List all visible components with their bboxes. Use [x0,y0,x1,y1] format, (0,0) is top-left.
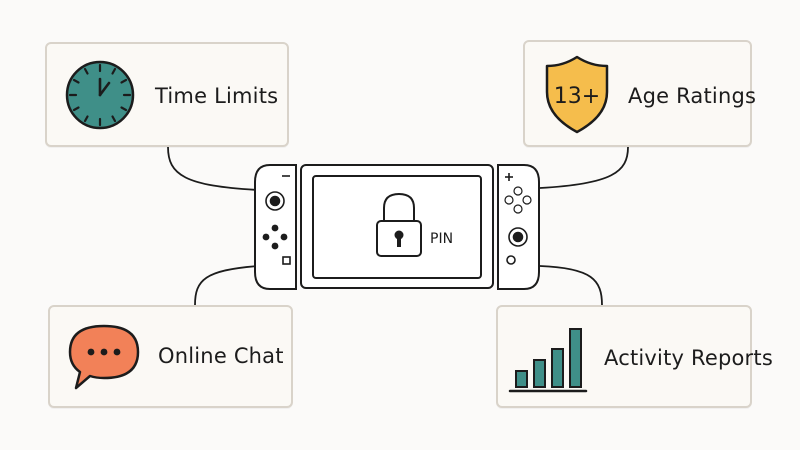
shield-icon: 13+ [545,55,609,134]
connector-time [167,146,259,191]
feature-card-time-limits: Time Limits [45,42,289,147]
right-controller [497,164,540,290]
feature-label-online-chat: Online Chat [158,344,284,368]
feature-label-activity-reports: Activity Reports [604,346,773,370]
chat-bubble-icon [68,324,140,390]
connector-age [539,146,629,189]
connector-chat [194,265,259,306]
pin-label: PIN [430,231,454,247]
bar-chart-icon [508,328,588,393]
clock-icon [65,60,135,130]
feature-card-age-ratings: 13+ Age Ratings [523,40,756,147]
age-badge-text: 13+ [554,84,600,109]
dpad-buttons [262,224,288,250]
face-buttons [504,186,532,214]
left-stick-cap [269,195,281,207]
connector-activity [539,265,603,306]
feature-card-online-chat: Online Chat [48,305,293,408]
capture-button [282,256,291,265]
home-button [506,255,516,265]
feature-label-age-ratings: Age Ratings [628,84,757,108]
feature-label-time-limits: Time Limits [155,84,279,108]
right-stick-cap [512,231,524,243]
feature-card-activity-reports: Activity Reports [496,305,773,408]
padlock-icon [376,192,422,257]
